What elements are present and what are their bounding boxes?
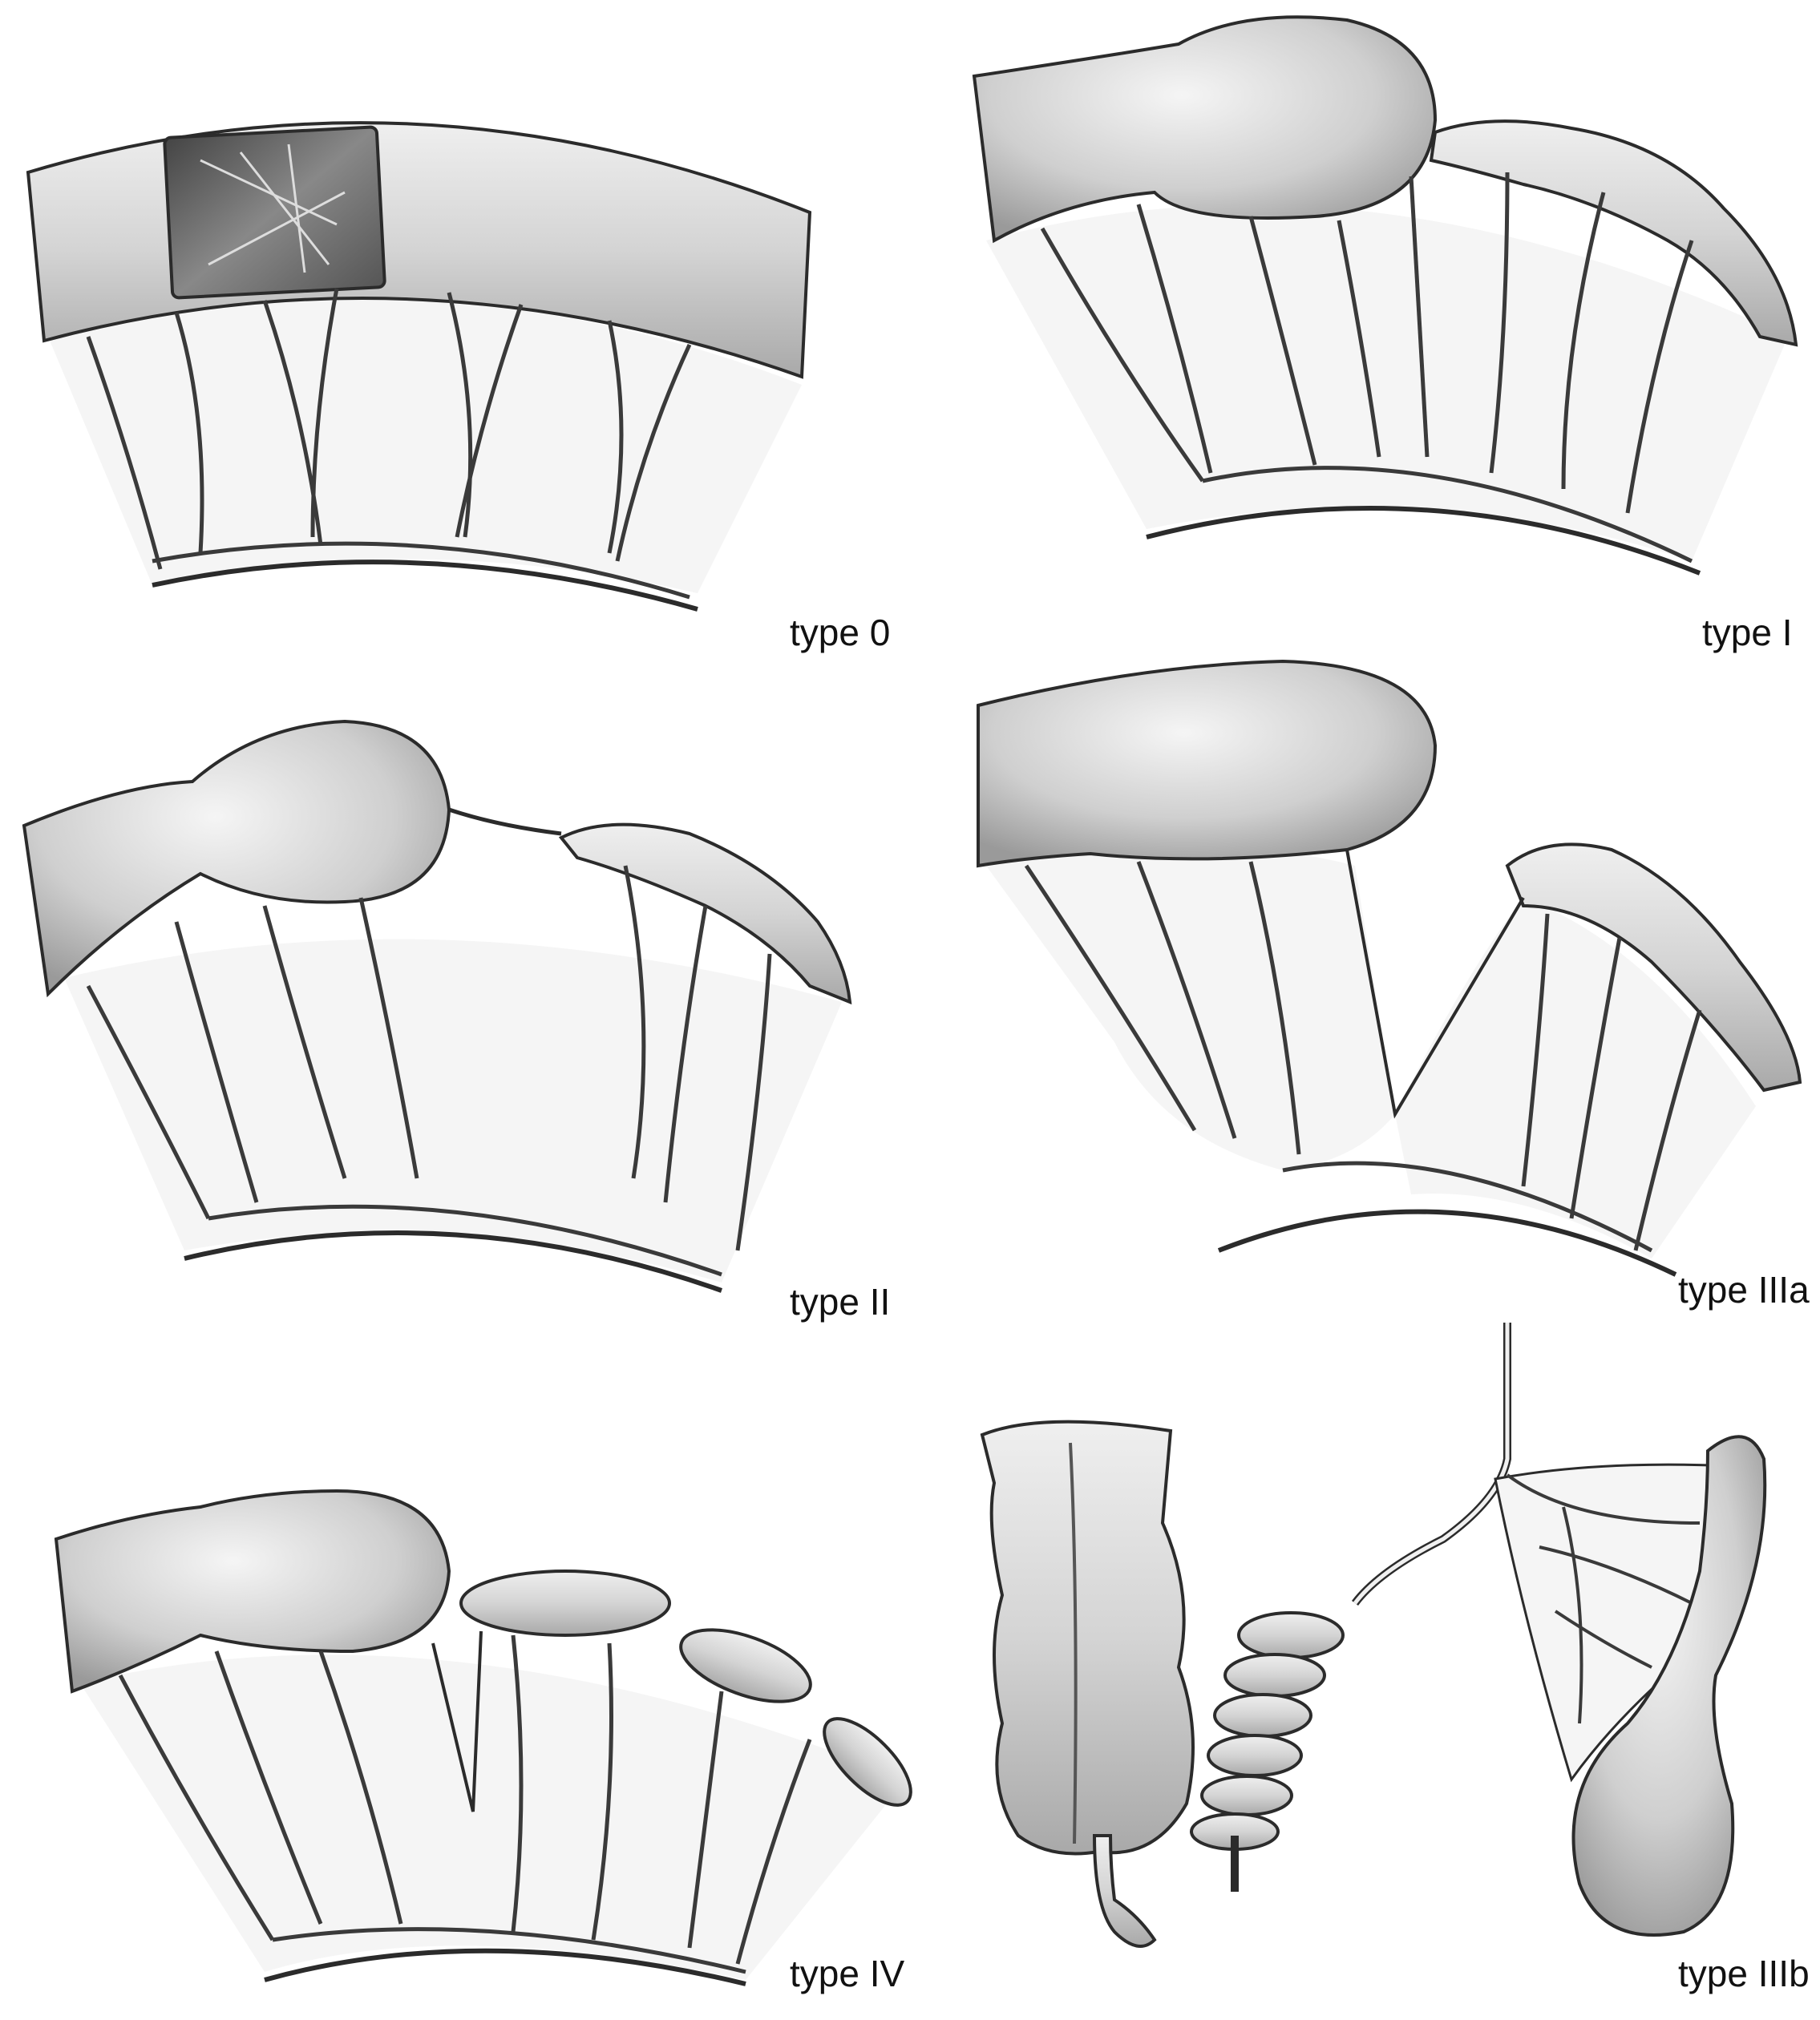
appendix [1092, 1834, 1157, 1948]
mesentery [986, 204, 1788, 561]
atretic-segment-1 [459, 1570, 671, 1637]
mesenteric-vessels [1506, 1473, 1701, 1724]
label-type-iiia: type IIIa [1678, 1269, 1810, 1311]
mesenteric-vessels [1024, 861, 1702, 1253]
proximal-bowel [977, 659, 1438, 868]
label-type-iiib: type IIIb [1678, 1953, 1810, 1994]
label-type-iv: type IV [790, 1953, 905, 1994]
mesentery-distal [1395, 898, 1756, 1258]
mesenteric-root-arc [264, 1948, 746, 1986]
mesenteric-root-arc [1146, 506, 1701, 576]
colon-midline [1069, 1442, 1078, 1844]
mesentery [64, 939, 842, 1283]
distal-bowel [558, 822, 852, 1005]
proximal-bowel [54, 1489, 451, 1694]
proximal-bowel [972, 15, 1438, 244]
distal-bowel [1505, 842, 1802, 1093]
vascular-stalk [1352, 1323, 1511, 1606]
panel-type-0 [26, 121, 812, 612]
mesenteric-root-arc [184, 1230, 722, 1293]
mesenteric-vessels [86, 288, 692, 600]
mucosal-folds [200, 143, 346, 273]
mesenteric-root-arc [1217, 1209, 1677, 1277]
panel-type-ii [22, 719, 852, 1293]
mesenteric-vessels [118, 1634, 812, 1974]
distal-bowel-pouch [1571, 1435, 1767, 1937]
mesenteric-vessels [1040, 172, 1694, 564]
mesenteric-vessels [86, 865, 772, 1277]
atretic-segment-3 [823, 1717, 912, 1807]
vascular-stalk-inner [1353, 1323, 1510, 1605]
label-type-0: type 0 [790, 612, 890, 653]
mesentery [80, 1654, 906, 1980]
atretic-segment-2 [679, 1628, 812, 1703]
label-type-ii: type II [790, 1281, 890, 1323]
v-shaped-defect [1345, 849, 1525, 1119]
panel-type-i [972, 15, 1798, 576]
v-shaped-defect [431, 1630, 483, 1812]
colon [980, 1420, 1195, 1856]
distal-bowel [1429, 119, 1798, 347]
atretic-cord [448, 807, 562, 836]
panel-type-iv [54, 1489, 912, 1986]
label-type-i: type I [1702, 612, 1793, 653]
panel-type-iiia [977, 659, 1802, 1277]
panel-type-iiib [980, 1323, 1767, 1948]
apple-peel-coil [1190, 1611, 1345, 1851]
mesenteric-root-arc [152, 560, 698, 612]
mucosa-window [163, 125, 386, 300]
